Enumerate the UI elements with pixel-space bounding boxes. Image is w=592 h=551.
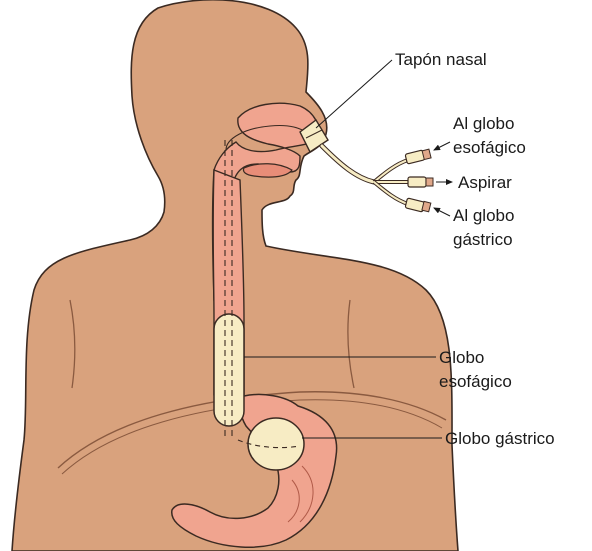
esophageal-balloon bbox=[214, 314, 244, 426]
port-gastric bbox=[405, 198, 431, 212]
label-gastric-balloon: Globo gástrico bbox=[445, 429, 555, 448]
label-to-gastric-balloon-line2: gástrico bbox=[453, 230, 513, 249]
label-to-esophageal-balloon-line1: Al globo bbox=[453, 114, 514, 133]
gastric-balloon bbox=[248, 418, 304, 470]
leader-nasal-plug bbox=[316, 60, 392, 128]
label-nasal-plug: Tapón nasal bbox=[395, 50, 487, 69]
arrow-to-esophageal bbox=[434, 142, 450, 150]
label-esophageal-balloon-line1: Globo bbox=[439, 348, 484, 367]
label-to-esophageal-balloon-line2: esofágico bbox=[453, 138, 526, 157]
port-esophageal bbox=[405, 149, 431, 164]
port-aspirate bbox=[408, 177, 433, 187]
label-to-gastric-balloon-line1: Al globo bbox=[453, 206, 514, 225]
arrow-to-gastric bbox=[434, 208, 450, 216]
label-aspirate: Aspirar bbox=[458, 173, 512, 192]
label-esophageal-balloon-line2: esofágico bbox=[439, 372, 512, 391]
external-tube bbox=[322, 146, 374, 182]
